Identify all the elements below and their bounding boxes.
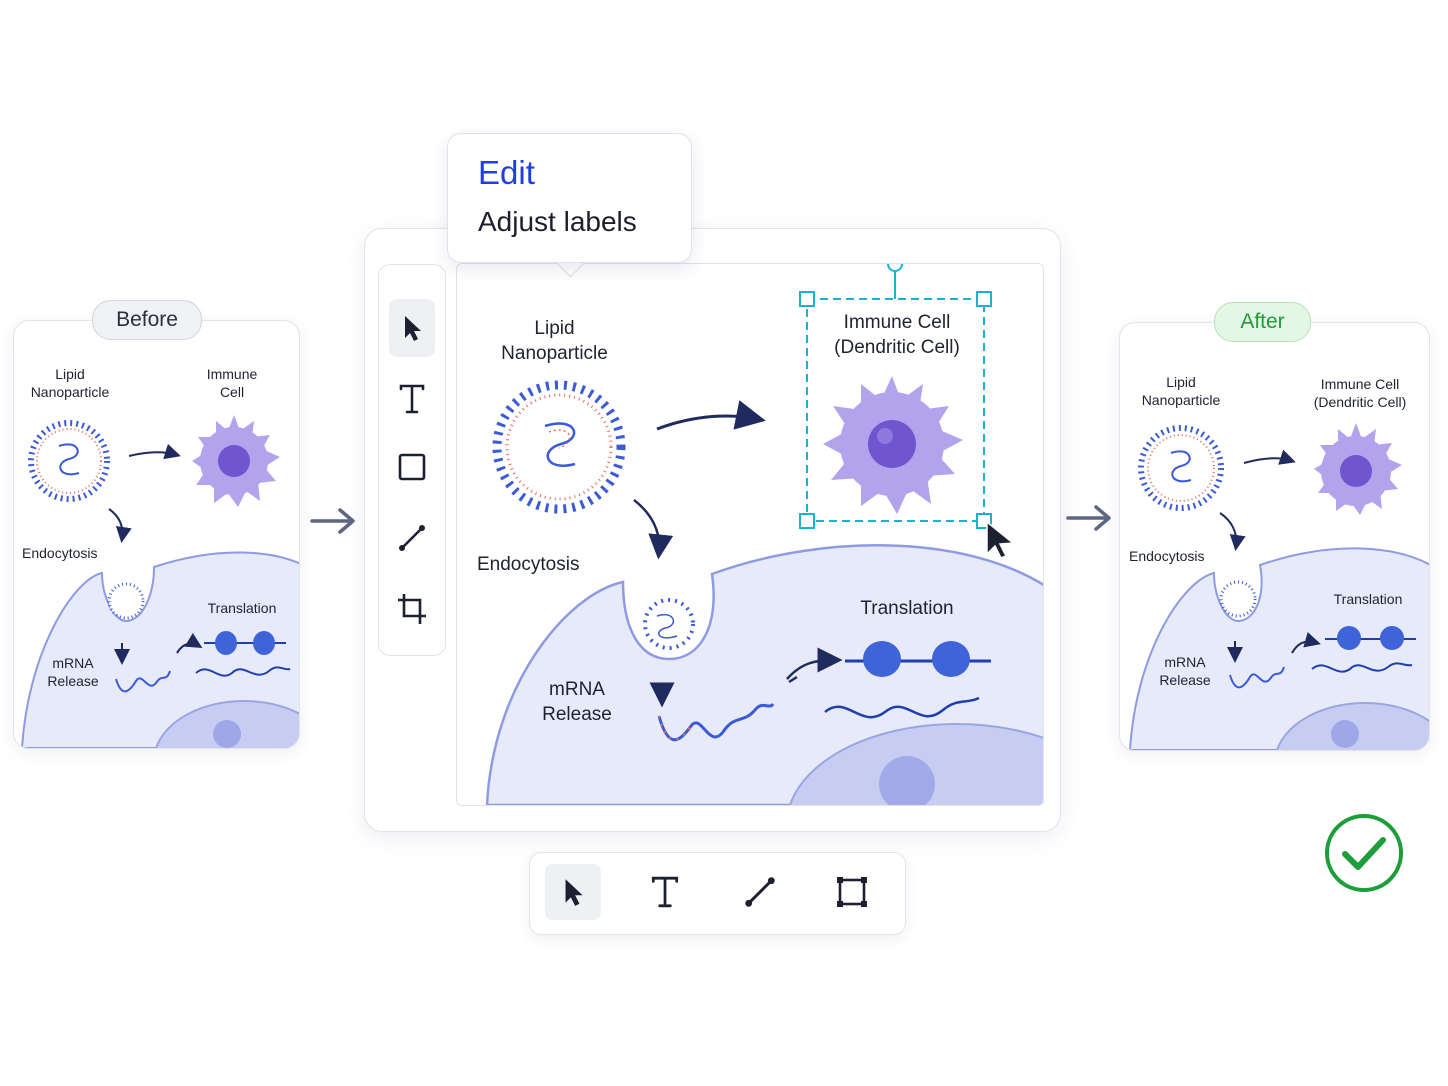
tool-text[interactable]: [389, 370, 435, 428]
label-lipid-nanoparticle: Lipid Nanoparticle: [1141, 374, 1221, 409]
flow-arrow-icon: [1066, 505, 1111, 531]
after-illustration: [1128, 423, 1429, 750]
before-illustration: [20, 415, 299, 748]
tool-line[interactable]: [389, 509, 435, 567]
label-immune-cell[interactable]: Immune Cell (Dendritic Cell): [834, 312, 960, 359]
bottom-tool-text[interactable]: [637, 864, 693, 920]
label-translation: Translation: [207, 600, 277, 616]
editor-illustration: [485, 264, 1043, 805]
square-icon: [398, 453, 426, 481]
label-translation: Translation: [1333, 591, 1403, 607]
check-circle-icon: [1325, 814, 1403, 892]
label-translation[interactable]: Translation: [860, 598, 954, 619]
label-immune-cell: Immune Cell: [206, 366, 258, 401]
edit-tooltip: [447, 133, 692, 263]
label-mrna-release: mRNA Release: [1159, 654, 1211, 689]
cursor-icon: [405, 316, 421, 341]
text-icon: [399, 384, 425, 414]
frame-icon: [837, 877, 867, 907]
label-immune-cell: Immune Cell (Dendritic Cell): [1313, 376, 1407, 411]
tool-select[interactable]: [389, 299, 435, 357]
crop-icon: [398, 594, 426, 624]
cursor-icon: [565, 879, 583, 906]
label-mrna-release: mRNA Release: [47, 655, 99, 690]
tool-rectangle[interactable]: [389, 438, 435, 496]
dendritic-cell: [192, 415, 280, 507]
flow-arrow-icon: [310, 508, 355, 534]
label-endocytosis: Endocytosis: [22, 545, 98, 561]
line-icon: [745, 877, 775, 907]
line-icon: [399, 525, 425, 551]
bottom-tool-select[interactable]: [545, 864, 601, 920]
before-card[interactable]: Lipid Nanoparticle Immune Cell Endocytos…: [13, 320, 300, 749]
dendritic-cell: [823, 376, 963, 514]
editor-canvas[interactable]: Lipid Nanoparticle Immune Cell (Dendriti…: [456, 263, 1044, 806]
mouse-pointer-icon: [986, 520, 1015, 559]
bottom-tool-line[interactable]: [732, 864, 788, 920]
lipid-nanoparticle: [492, 380, 626, 514]
tooltip-subtitle: Adjust labels: [478, 206, 637, 237]
after-badge: After: [1214, 302, 1311, 342]
lipid-nanoparticle: [28, 420, 110, 502]
label-endocytosis: Endocytosis: [1129, 548, 1205, 564]
label-lipid-nanoparticle[interactable]: Lipid Nanoparticle: [501, 318, 608, 365]
lipid-nanoparticle: [1138, 425, 1224, 511]
text-icon: [651, 876, 679, 908]
cell-membrane: [1128, 547, 1429, 750]
after-card[interactable]: Lipid Nanoparticle Immune Cell (Dendriti…: [1119, 322, 1430, 751]
label-mrna-release[interactable]: mRNA Release: [542, 679, 612, 726]
before-badge: Before: [92, 300, 202, 340]
tooltip-title: Edit: [478, 154, 535, 191]
tool-crop[interactable]: [389, 580, 435, 638]
dendritic-cell: [1314, 423, 1402, 515]
label-lipid-nanoparticle: Lipid Nanoparticle: [30, 366, 110, 401]
label-endocytosis[interactable]: Endocytosis: [477, 554, 580, 575]
cell-membrane: [20, 551, 299, 748]
bottom-tool-frame[interactable]: [824, 864, 880, 920]
